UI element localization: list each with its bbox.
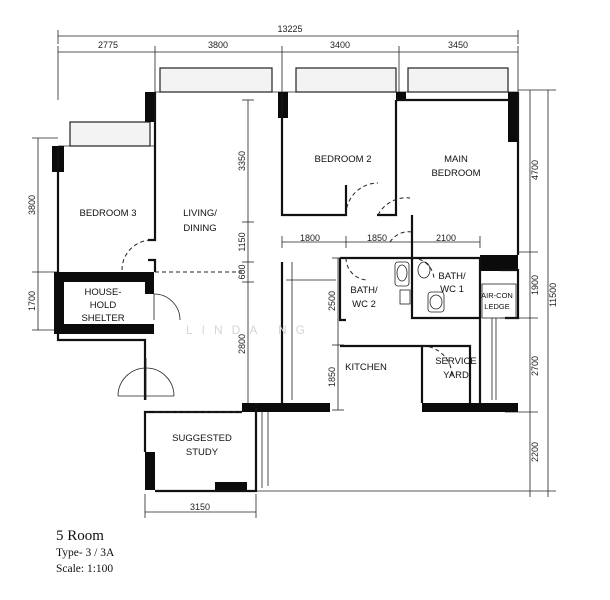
watermark: LINDA NG [186, 323, 314, 337]
door-bath2 [345, 257, 369, 281]
dim-kitchen-1850: 1850 [327, 367, 337, 387]
door-service-yard [421, 345, 453, 377]
label-service-yard-line1: SERVICE [435, 356, 477, 367]
basin-icon [399, 289, 411, 305]
label-shelter-line3: SHELTER [81, 313, 124, 324]
label-study-line2: STUDY [186, 447, 219, 458]
label-aircon-ledge-line1: AIR-CON [481, 291, 513, 300]
label-living-dining-line2: DINING [183, 223, 216, 234]
dim-bottom-3150: 3150 [190, 502, 210, 512]
door-bedroom2 [345, 182, 379, 216]
label-service-yard-line2: YARD [443, 370, 469, 381]
dim-bath-2500: 2500 [327, 291, 337, 311]
caption: 5 Room Type- 3 / 3A Scale: 1:100 [56, 528, 115, 575]
windows [58, 67, 518, 147]
dim-inner-1150: 1150 [237, 232, 247, 251]
dim-right-2: 1900 [530, 275, 540, 295]
dim-inner-2800: 2800 [237, 334, 247, 354]
caption-title: 5 Room [56, 528, 104, 544]
dim-inner-1800: 1800 [300, 233, 320, 243]
dim-left-2: 1700 [27, 291, 37, 311]
dim-inner-3350: 3350 [237, 151, 247, 171]
window-main-bedroom [407, 67, 509, 93]
dim-inner-1850: 1850 [367, 233, 387, 243]
dimension-labels: 13225 2775 3800 3400 3450 4700 1900 2700… [27, 24, 558, 512]
label-living-dining-line1: LIVING/ [183, 208, 217, 219]
toilet-bowl-icon [396, 264, 408, 282]
door-bath1 [411, 257, 435, 281]
label-shelter-line2: HOLD [90, 300, 117, 311]
label-kitchen: KITCHEN [345, 362, 387, 373]
walls [52, 92, 520, 493]
dim-top-4: 3450 [448, 40, 468, 50]
dim-top-1: 2775 [98, 40, 118, 50]
label-bedroom3: BEDROOM 3 [79, 208, 136, 219]
window-bedroom3 [69, 121, 151, 147]
label-main-bedroom-line1: MAIN [444, 154, 468, 165]
label-study-line1: SUGGESTED [172, 433, 232, 444]
door-main-entrance-left [117, 367, 147, 397]
dim-top-3: 3400 [330, 40, 350, 50]
dim-right-4: 2200 [530, 442, 540, 462]
dim-right-1: 4700 [530, 160, 540, 180]
door-bedroom3 [121, 239, 151, 271]
toilet-icon [427, 291, 445, 313]
label-bath2-line2: WC 2 [352, 299, 376, 310]
caption-type: Type- 3 / 3A [56, 547, 115, 559]
label-bath1-line2: WC 1 [440, 284, 464, 295]
basin-icon [417, 261, 431, 279]
label-aircon-ledge-line2: LEDGE [484, 302, 509, 311]
door-main-entrance-right [145, 367, 175, 397]
label-shelter-line1: HOUSE- [85, 287, 122, 298]
dim-top-2: 3800 [208, 40, 228, 50]
dim-right-overall: 11500 [548, 283, 558, 307]
window-living [159, 67, 273, 93]
room-labels: BEDROOM 3 LIVING/ DINING BEDROOM 2 MAIN … [79, 154, 512, 458]
door-main-bedroom [377, 197, 411, 216]
doors [117, 182, 453, 413]
label-bath2-line1: BATH/ [350, 285, 378, 296]
toilet-icon [394, 261, 410, 287]
dim-inner-2100: 2100 [436, 233, 456, 243]
dim-left-1: 3800 [27, 195, 37, 215]
door-bath-main [389, 231, 413, 243]
label-main-bedroom-line2: BEDROOM [431, 168, 480, 179]
label-bath1-line1: BATH/ [438, 271, 466, 282]
door-shelter [153, 293, 181, 321]
dim-overall-width: 13225 [277, 24, 302, 34]
dim-right-3: 2700 [530, 356, 540, 376]
label-bedroom2: BEDROOM 2 [314, 154, 371, 165]
toilet-bowl-icon [429, 294, 443, 310]
fixtures [261, 261, 517, 488]
dimension-lines [32, 30, 556, 518]
window-bedroom2 [295, 67, 397, 93]
caption-scale: Scale: 1:100 [56, 563, 113, 575]
